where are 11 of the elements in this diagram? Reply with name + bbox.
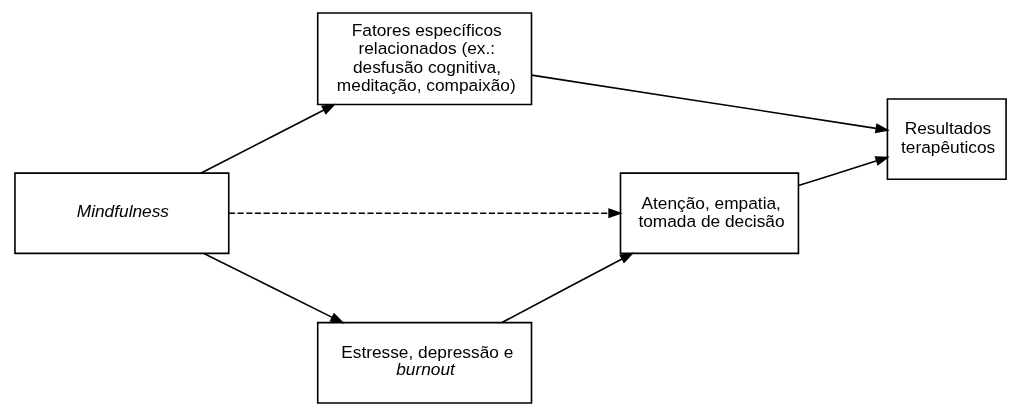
arrow bbox=[501, 252, 635, 324]
node-box: Fatores específicos relacionados (ex.: desfusão cognitiva, meditação, compaixão) bbox=[316, 12, 533, 106]
arrow bbox=[530, 74, 890, 134]
arrow bbox=[228, 208, 623, 219]
node-box: Atenção, empatia, tomada de decisão bbox=[619, 172, 800, 255]
arrow bbox=[797, 156, 890, 187]
node-box: Mindfulness bbox=[14, 172, 230, 255]
node-box: Estresse, depressão e burnout bbox=[316, 321, 533, 404]
node-box: Resultados terapêuticos bbox=[886, 98, 1007, 181]
arrow bbox=[203, 252, 345, 324]
arrow bbox=[200, 103, 337, 174]
